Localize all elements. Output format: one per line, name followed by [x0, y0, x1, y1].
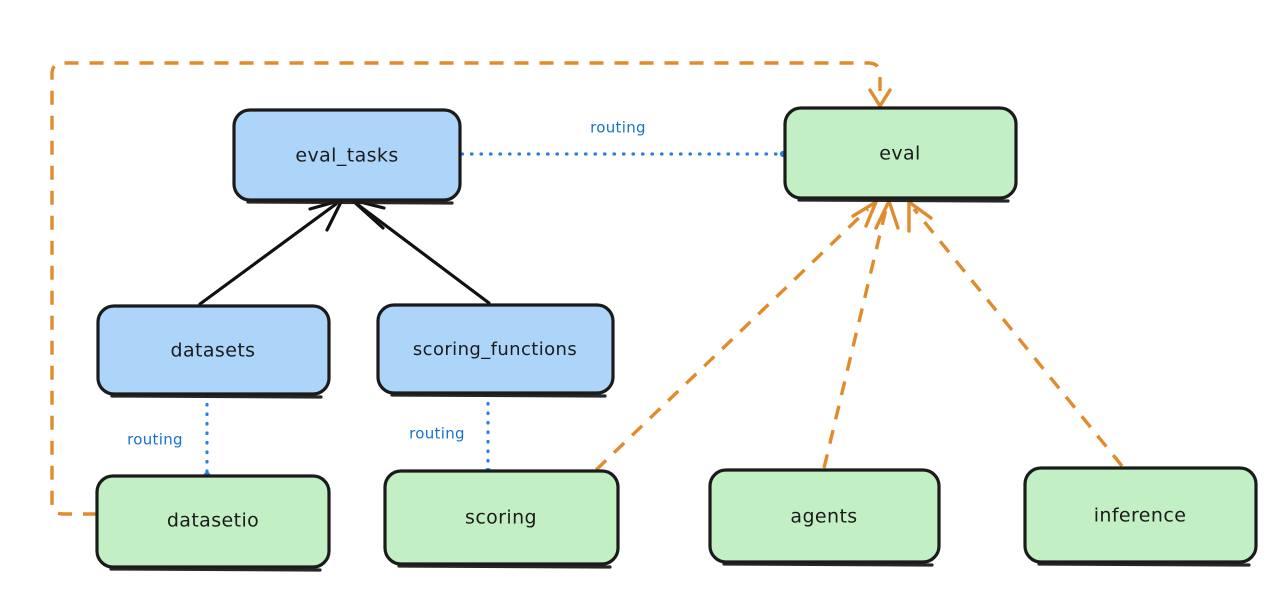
node-eval_tasks-label: eval_tasks: [295, 145, 398, 167]
node-datasetio[interactable]: datasetio: [95, 474, 331, 572]
node-datasets-label: datasets: [171, 340, 256, 362]
node-eval-label: eval: [879, 143, 920, 165]
node-agents-label: agents: [790, 506, 857, 528]
node-eval[interactable]: eval: [783, 106, 1018, 203]
node-scoring-label: scoring: [465, 507, 537, 529]
node-scoring-box[interactable]: [383, 469, 620, 566]
node-datasetio-box[interactable]: [95, 474, 331, 569]
node-agents-box[interactable]: [708, 468, 941, 564]
node-agents[interactable]: agents: [708, 468, 941, 567]
edge-datasets-to-eval_tasks: [198, 198, 344, 306]
node-eval_tasks[interactable]: eval_tasks: [232, 108, 462, 205]
node-eval_tasks-box[interactable]: [232, 108, 462, 202]
edge-label-routing-datasetio: routing: [127, 431, 183, 449]
node-datasetio-label: datasetio: [167, 510, 259, 532]
edge-label-routing-eval: routing: [590, 119, 646, 137]
node-inference-label: inference: [1094, 505, 1187, 527]
node-datasets[interactable]: datasets: [96, 304, 331, 399]
edge-scoring_functions-to-scoring: [484, 392, 492, 475]
edge-scoring-to-eval: [594, 200, 878, 472]
node-scoring[interactable]: scoring: [383, 469, 620, 569]
node-inference-box[interactable]: [1023, 466, 1258, 564]
node-scoring_functions-box[interactable]: [376, 303, 615, 395]
edge-datasetio-to-eval: [50, 61, 892, 516]
node-scoring_functions[interactable]: scoring_functions: [376, 303, 615, 398]
node-scoring_functions-label: scoring_functions: [413, 339, 577, 360]
node-eval-box[interactable]: [783, 106, 1018, 200]
edge-scoring_functions-to-eval_tasks: [350, 198, 491, 305]
edge-label-routing-scoring: routing: [409, 425, 465, 443]
node-datasets-box[interactable]: [96, 304, 331, 396]
edge-eval_tasks-to-eval: [460, 150, 787, 158]
node-inference[interactable]: inference: [1023, 466, 1258, 567]
edge-inference-to-eval: [907, 200, 1124, 468]
edge-datasets-to-datasetio: [203, 393, 211, 479]
